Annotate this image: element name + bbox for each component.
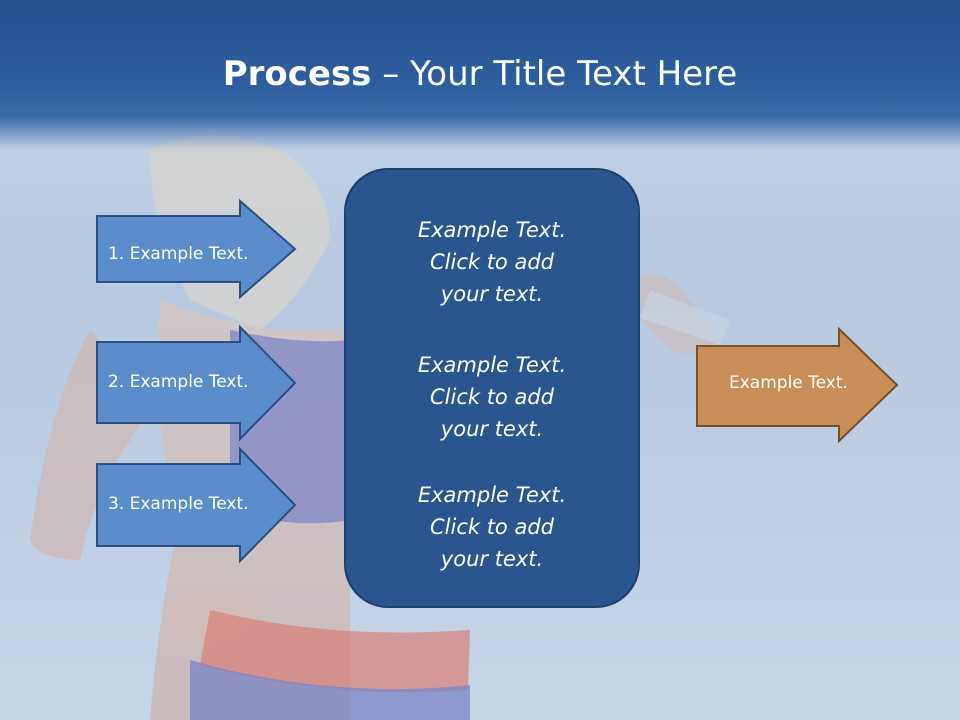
center-block-1-line-3: your text. [440,282,544,306]
title-bold: Process [222,54,372,94]
center-block-2-line-3: your text. [440,417,544,441]
center-block-3-line-2: Click to add [429,515,554,539]
right-arrow-shape-icon [96,198,297,300]
right-arrow-shape-icon [96,324,297,442]
center-block-2-line-1: Example Text. [417,353,567,377]
center-block-3: Example Text. Click to add your text. [346,479,638,575]
left-arrow-2[interactable]: 2. Example Text. [96,324,297,442]
left-arrow-1-label: 1. Example Text. [108,244,249,264]
left-arrow-3-label: 3. Example Text. [108,494,249,514]
title-rest: – Your Title Text Here [371,54,738,94]
center-block-3-line-3: your text. [440,547,544,571]
title-band [0,0,960,150]
center-block-1: Example Text. Click to add your text. [346,214,638,310]
center-block-3-line-1: Example Text. [417,483,567,507]
center-text-box[interactable]: Example Text. Click to add your text. Ex… [344,168,640,608]
center-block-2-line-2: Click to add [429,385,554,409]
right-arrow-label: Example Text. [729,373,848,393]
left-arrow-2-label: 2. Example Text. [108,372,249,392]
left-arrow-1[interactable]: 1. Example Text. [96,198,297,300]
right-arrow-shape-icon [96,446,297,564]
left-arrow-3[interactable]: 3. Example Text. [96,446,297,564]
slide-title[interactable]: Process – Your Title Text Here [0,52,960,96]
center-block-1-line-1: Example Text. [417,218,567,242]
right-arrow[interactable]: Example Text. [696,326,899,444]
center-block-1-line-2: Click to add [429,250,554,274]
right-arrow-shape-icon [696,326,899,444]
center-block-2: Example Text. Click to add your text. [346,349,638,445]
